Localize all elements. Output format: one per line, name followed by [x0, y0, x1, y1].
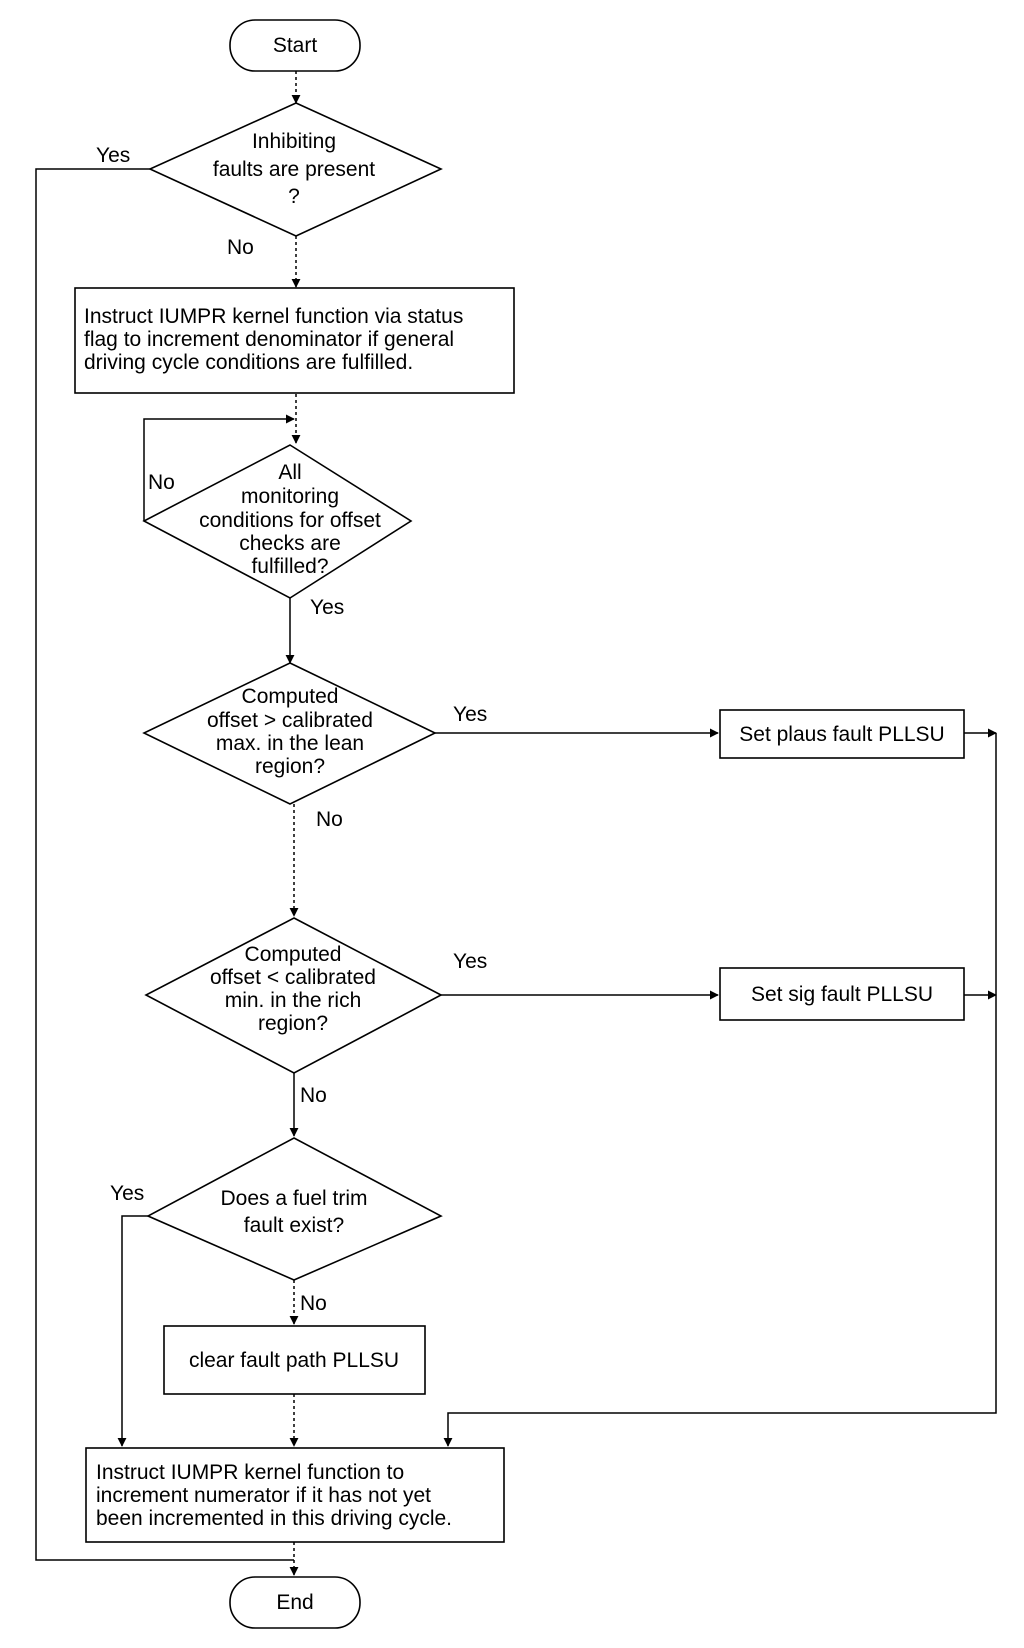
end-label: End	[276, 1591, 313, 1614]
edge-labels: Yes No No Yes Yes No Yes No Yes No	[96, 144, 487, 1315]
decision-monitoring-conditions: All monitoring conditions for offset che…	[142, 444, 413, 599]
d4-line-4: region?	[258, 1012, 328, 1035]
label-d1-yes: Yes	[96, 144, 130, 167]
edge-right-bus-final	[443, 733, 997, 1447]
d2-line-1: All	[278, 461, 301, 484]
p-plaus-label: Set plaus fault PLLSU	[739, 723, 944, 746]
p1-line-2: flag to increment denominator if general	[84, 328, 454, 351]
start-terminal: Start	[229, 19, 361, 72]
connectors	[35, 71, 997, 1576]
d1-line-3: ?	[288, 185, 300, 208]
p1-line-1: Instruct IUMPR kernel function via statu…	[84, 305, 463, 328]
end-terminal: End	[229, 1576, 361, 1629]
edge-d5-yes-final	[117, 1215, 148, 1447]
d3-line-4: region?	[255, 755, 325, 778]
d2-line-4: checks are	[239, 532, 341, 555]
d4-line-1: Computed	[245, 943, 342, 966]
label-d2-yes: Yes	[310, 596, 344, 619]
d4-line-2: offset < calibrated	[210, 966, 376, 989]
d5-line-1: Does a fuel trim	[220, 1187, 367, 1210]
d3-line-1: Computed	[242, 685, 339, 708]
d2-line-3: conditions for offset	[199, 509, 381, 532]
edge-d2-no-loop	[143, 414, 295, 521]
d3-line-3: max. in the lean	[216, 732, 364, 755]
p-final-line-3: been incremented in this driving cycle.	[96, 1507, 452, 1530]
p-clear-label: clear fault path PLLSU	[189, 1349, 399, 1372]
p-final-line-1: Instruct IUMPR kernel function to	[96, 1461, 404, 1484]
p-final-line-2: increment numerator if it has not yet	[96, 1484, 431, 1507]
p-sig-label: Set sig fault PLLSU	[751, 983, 933, 1006]
label-d4-no: No	[300, 1084, 327, 1107]
d2-line-5: fulfilled?	[251, 555, 328, 578]
d5-line-2: fault exist?	[244, 1214, 344, 1237]
label-d5-yes: Yes	[110, 1182, 144, 1205]
process-clear-fault-path: clear fault path PLLSU	[163, 1325, 426, 1395]
process-set-plaus-fault: Set plaus fault PLLSU	[719, 709, 965, 759]
label-d4-yes: Yes	[453, 950, 487, 973]
process-set-sig-fault: Set sig fault PLLSU	[719, 967, 965, 1021]
process-increment-numerator: Instruct IUMPR kernel function to increm…	[85, 1447, 505, 1543]
edge-d1-yes-end	[35, 168, 294, 1561]
label-d1-no: No	[227, 236, 254, 259]
decision-offset-lean: Computed offset > calibrated max. in the…	[142, 662, 437, 805]
label-d5-no: No	[300, 1292, 327, 1315]
d4-line-3: min. in the rich	[225, 989, 362, 1012]
decision-offset-rich: Computed offset < calibrated min. in the…	[144, 917, 443, 1074]
label-d3-no: No	[316, 808, 343, 831]
start-label: Start	[273, 34, 318, 57]
d2-line-2: monitoring	[241, 485, 339, 508]
p1-line-3: driving cycle conditions are fulfilled.	[84, 351, 413, 374]
d1-line-1: Inhibiting	[252, 130, 336, 153]
d1-line-2: faults are present	[213, 158, 375, 181]
label-d3-yes: Yes	[453, 703, 487, 726]
decision-fuel-trim-fault: Does a fuel trim fault exist?	[146, 1137, 443, 1281]
process-increment-denominator: Instruct IUMPR kernel function via statu…	[74, 287, 515, 394]
decision-inhibiting-faults: Inhibiting faults are present ?	[148, 102, 443, 237]
d3-line-2: offset > calibrated	[207, 709, 373, 732]
label-d2-no: No	[148, 471, 175, 494]
